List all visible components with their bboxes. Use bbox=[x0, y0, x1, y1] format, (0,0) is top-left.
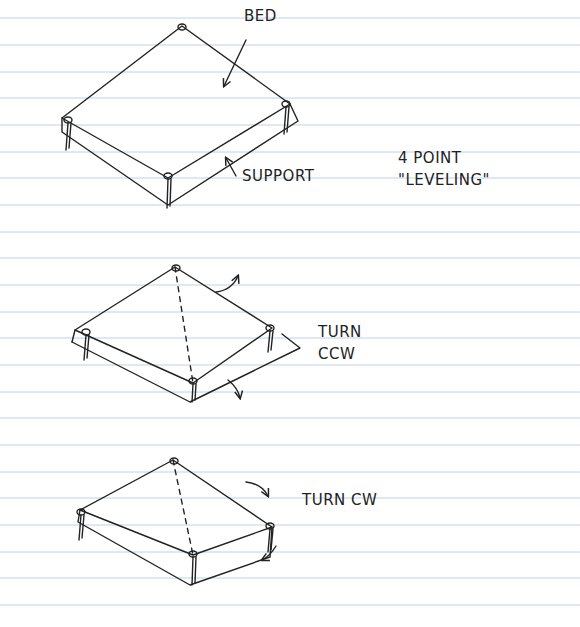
tilted-bed-cw bbox=[77, 458, 276, 585]
part-label: SUPPORT bbox=[242, 166, 332, 188]
title-note: 4 POINT "LEVELING" bbox=[398, 148, 510, 192]
ruled-lines bbox=[0, 18, 580, 605]
action-note: TURN CW bbox=[302, 490, 402, 512]
part-label: BED bbox=[244, 6, 304, 28]
action-note: TURN CCW bbox=[318, 322, 380, 366]
tilted-bed-ccw bbox=[72, 265, 300, 402]
